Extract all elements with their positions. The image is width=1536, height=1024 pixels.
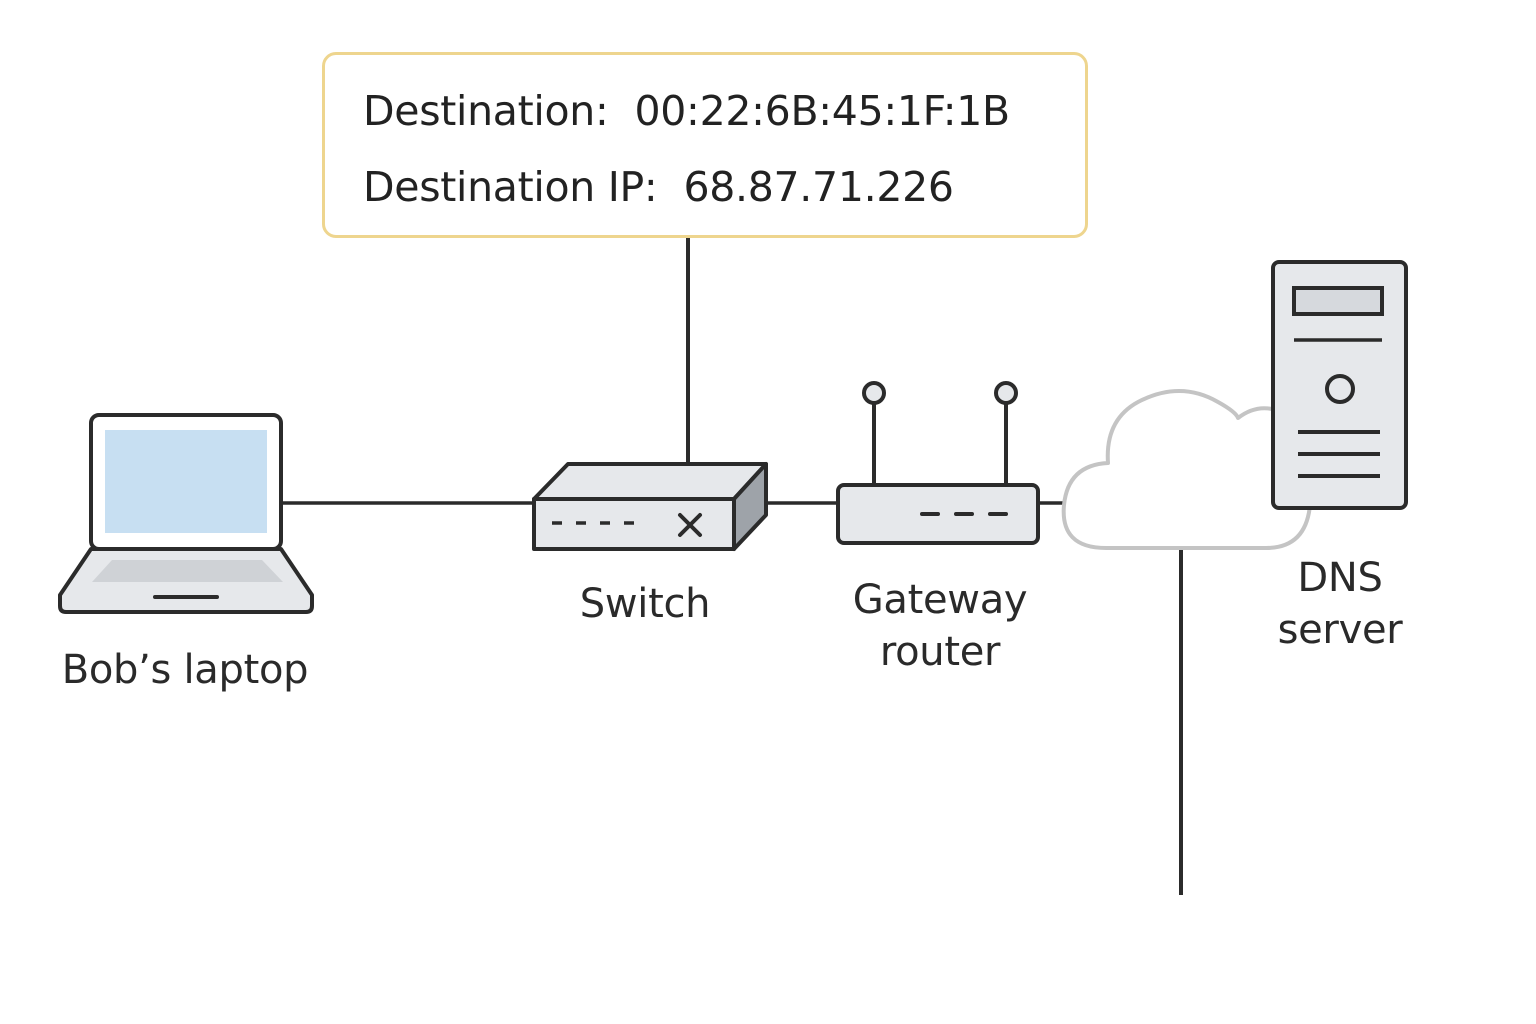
- destination-ip-value: 68.87.71.226: [683, 163, 954, 211]
- router-label-line2: router: [879, 629, 1001, 675]
- dns-server-label: DNS server: [1240, 552, 1440, 656]
- laptop-label: Bob’s laptop: [61, 647, 309, 693]
- dns-label-line1: DNS: [1297, 555, 1383, 601]
- destination-ip-label: Destination IP:: [363, 163, 658, 211]
- destination-mac-value: 00:22:6B:45:1F:1B: [634, 87, 1010, 135]
- dns-label-line2: server: [1277, 607, 1403, 653]
- switch-icon: [532, 462, 768, 551]
- laptop-icon: [58, 413, 314, 614]
- router-label: Gateway router: [820, 574, 1060, 678]
- router-icon: [836, 381, 1040, 545]
- destination-ip-row: Destination IP: 68.87.71.226: [363, 163, 954, 211]
- server-icon: [1271, 260, 1408, 510]
- destination-mac-row: Destination: 00:22:6B:45:1F:1B: [363, 87, 1010, 135]
- destination-mac-label: Destination:: [363, 87, 609, 135]
- router-label-line1: Gateway: [852, 577, 1028, 623]
- packet-header-box: Destination: 00:22:6B:45:1F:1B Destinatio…: [322, 52, 1088, 238]
- switch-label: Switch: [579, 581, 711, 627]
